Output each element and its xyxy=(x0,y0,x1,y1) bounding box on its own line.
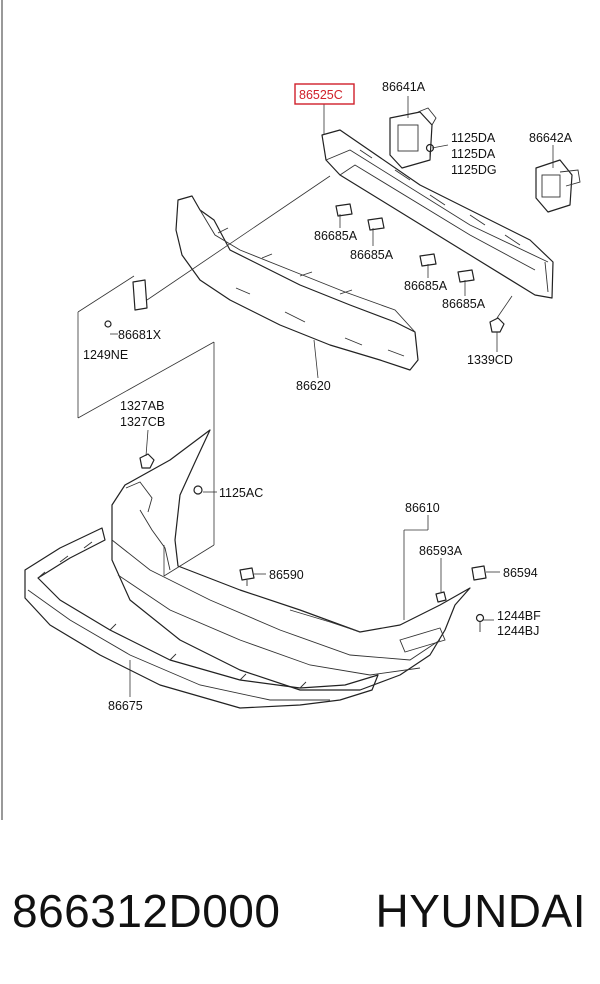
retainer-86590 xyxy=(239,567,255,586)
label-1125dg[interactable]: 1125DG xyxy=(451,163,497,177)
label-86681x[interactable]: 86681X xyxy=(118,328,162,342)
retainer-86594 xyxy=(471,565,487,581)
label-1125da-2[interactable]: 1125DA xyxy=(451,147,496,161)
label-86590[interactable]: 86590 xyxy=(269,568,304,582)
label-1327ab[interactable]: 1327AB xyxy=(120,399,164,413)
callout-labels: 86525C 86641A 1125DA 1125DA 1125DG 86642… xyxy=(83,80,573,713)
label-1339cd[interactable]: 1339CD xyxy=(467,353,513,367)
label-86685a-3[interactable]: 86685A xyxy=(404,279,448,293)
bolt-1244bf xyxy=(475,613,485,632)
label-86641a[interactable]: 86641A xyxy=(382,80,426,94)
label-86685a-2[interactable]: 86685A xyxy=(350,248,394,262)
highlight-box xyxy=(294,83,355,105)
label-86620[interactable]: 86620 xyxy=(296,379,331,393)
clip-86593a xyxy=(435,591,447,603)
label-1125ac[interactable]: 1125AC xyxy=(219,486,263,500)
leader-lines xyxy=(77,96,554,697)
label-86675[interactable]: 86675 xyxy=(108,699,143,713)
bolt-1125ac xyxy=(193,485,203,495)
label-1244bf[interactable]: 1244BF xyxy=(497,609,541,623)
label-1249ne[interactable]: 1249NE xyxy=(83,348,128,362)
footer-caption: 866312D000 HYUNDAI xyxy=(0,870,600,950)
energy-absorber-foam xyxy=(175,195,419,371)
bracket-86681x xyxy=(104,279,148,328)
label-1244bj[interactable]: 1244BJ xyxy=(497,624,539,638)
bracket-86641a xyxy=(389,107,437,169)
bolt-1125da xyxy=(425,143,435,160)
label-86593a[interactable]: 86593A xyxy=(419,544,463,558)
label-1327cb[interactable]: 1327CB xyxy=(120,415,165,429)
label-1125da-1[interactable]: 1125DA xyxy=(451,131,496,145)
lower-skirt xyxy=(24,527,379,709)
bracket-86642a xyxy=(535,159,581,213)
part-number: 866312D000 xyxy=(12,885,281,937)
nut-1339cd xyxy=(489,317,505,333)
label-86685a-4[interactable]: 86685A xyxy=(442,297,486,311)
brand-name: HYUNDAI xyxy=(375,885,586,937)
label-86610[interactable]: 86610 xyxy=(405,501,440,515)
screw-1327ab xyxy=(139,453,155,469)
clip-86685a-group xyxy=(335,203,475,283)
energy-absorber-rail xyxy=(321,129,554,299)
label-86525c[interactable]: 86525C xyxy=(299,88,343,102)
label-86642a[interactable]: 86642A xyxy=(529,131,573,145)
label-86685a-1[interactable]: 86685A xyxy=(314,229,358,243)
bumper-cover xyxy=(111,429,471,691)
label-86594[interactable]: 86594 xyxy=(503,566,538,580)
